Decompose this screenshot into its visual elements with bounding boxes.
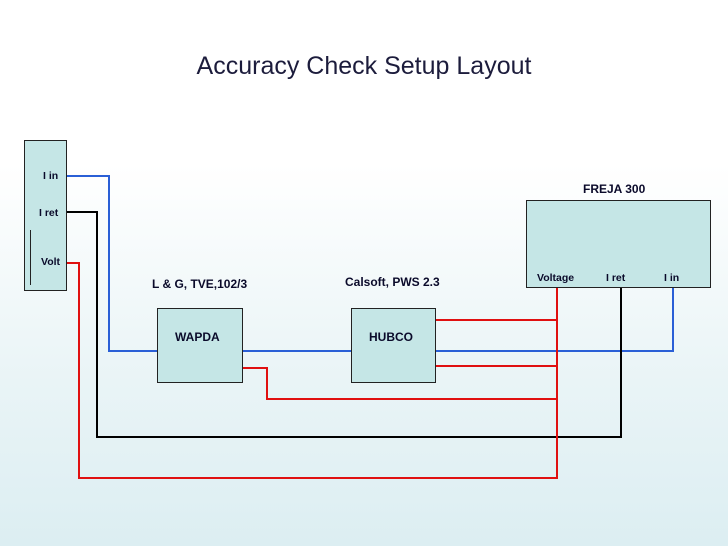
current-in-wire (67, 175, 157, 352)
voltage-wire-wapda (243, 367, 557, 400)
freja-terminal-voltage: Voltage (537, 272, 575, 284)
current-ret-wire (67, 211, 622, 438)
current-in-wire-hubco-freja (436, 288, 674, 352)
hubco-label: HUBCO (369, 330, 413, 344)
terminal-label-i-ret: I ret (39, 207, 59, 219)
terminal-label-i-in: I in (43, 170, 59, 182)
panel-divider (30, 230, 31, 285)
freja-terminal-i-ret: I ret (606, 272, 626, 284)
wapda-meter-box (157, 308, 243, 383)
freja-terminal-i-in: I in (664, 272, 680, 284)
wapda-caption: L & G, TVE,102/3 (152, 277, 248, 291)
wapda-label: WAPDA (175, 330, 220, 344)
terminal-label-volt: Volt (41, 256, 61, 268)
freja-title: FREJA 300 (583, 182, 646, 196)
page-title: Accuracy Check Setup Layout (196, 52, 532, 80)
hubco-meter-box (351, 308, 436, 383)
hubco-caption: Calsoft, PWS 2.3 (345, 275, 440, 289)
freja-box (526, 200, 711, 288)
voltage-wire (67, 262, 558, 479)
source-terminal-panel (24, 140, 67, 291)
